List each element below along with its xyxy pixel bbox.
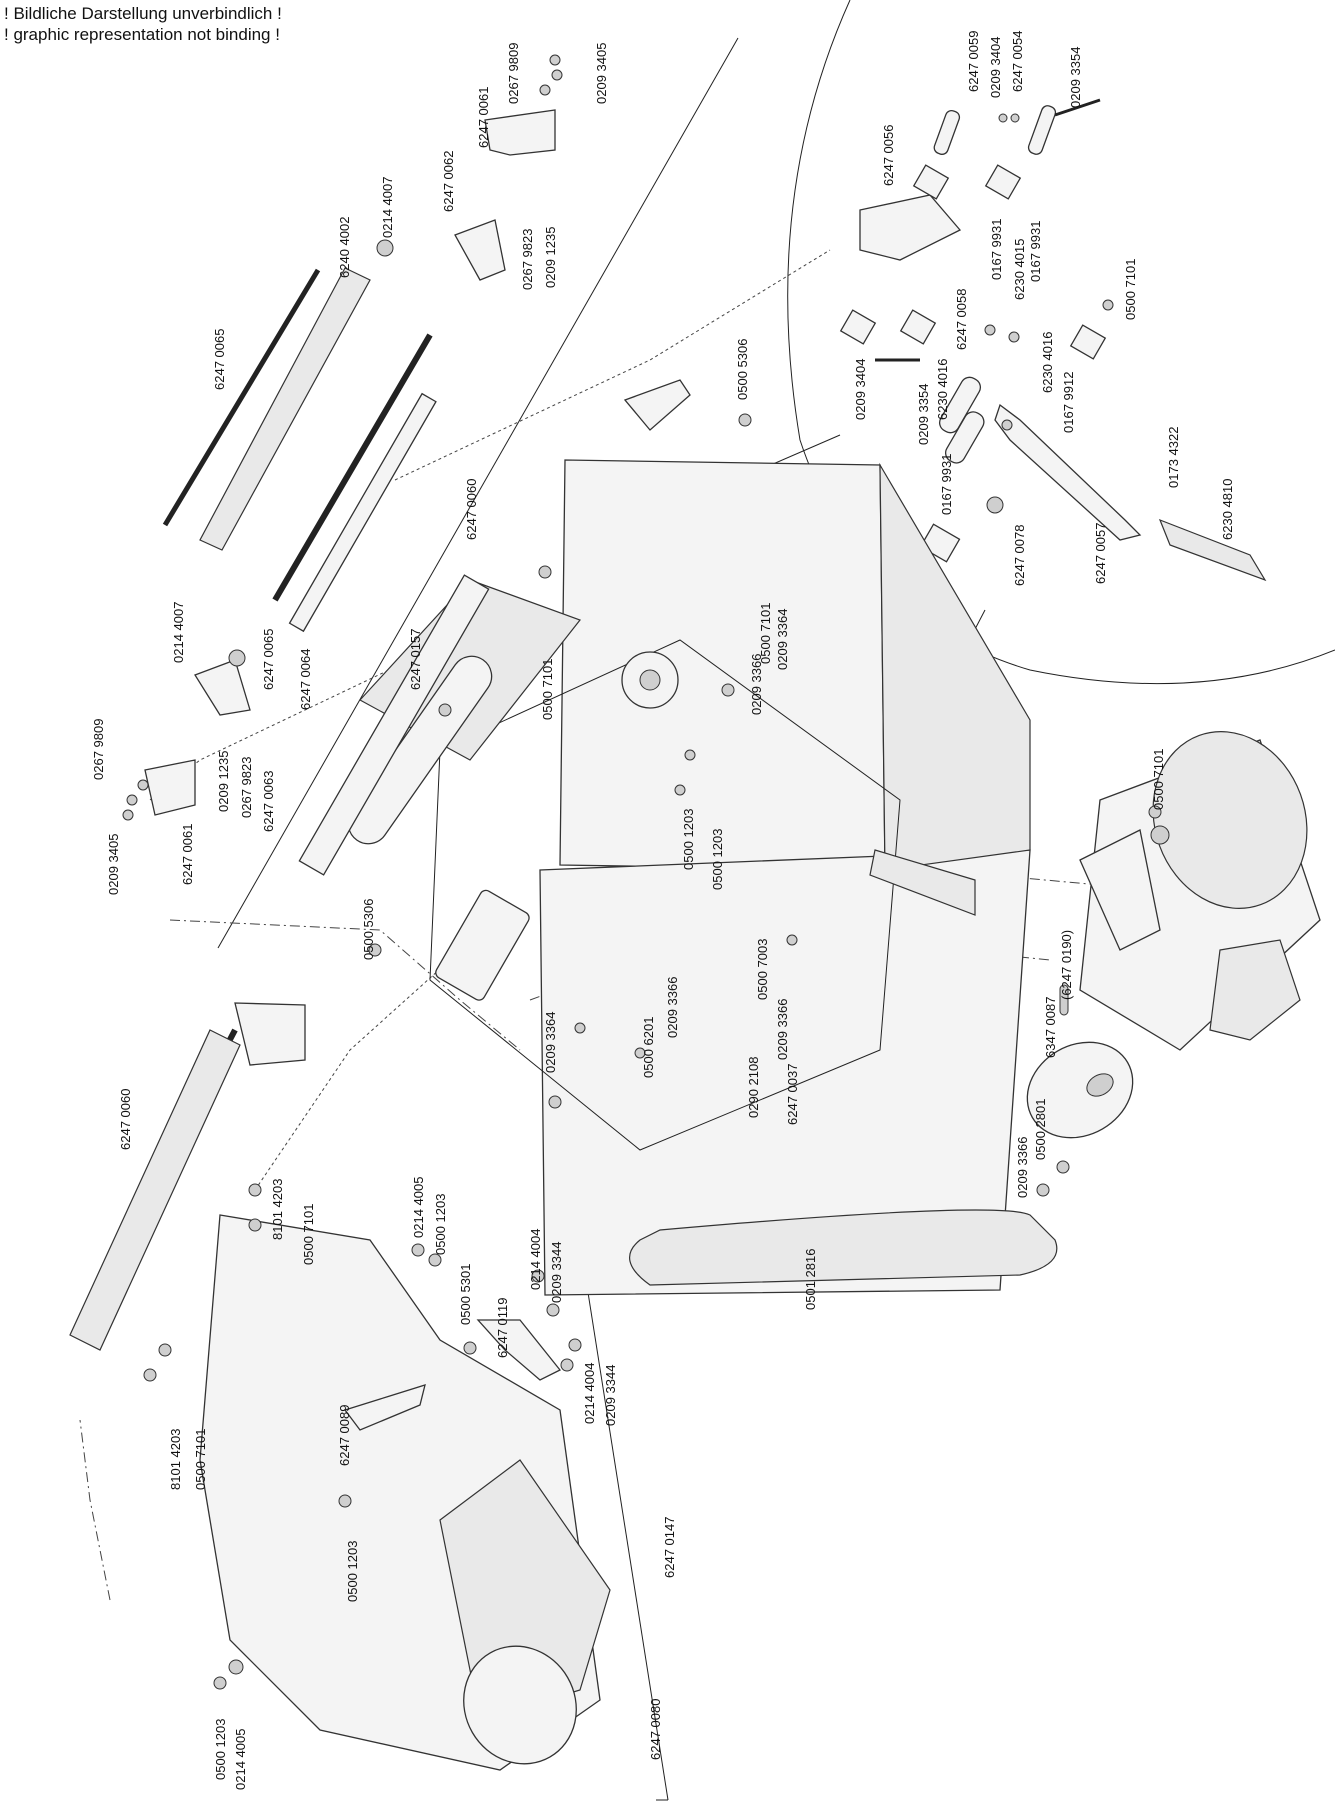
machine-frame [298,379,1031,1296]
part-number-label: 0290 2108 [746,1057,761,1118]
part-number-label: 6247 0065 [261,629,276,690]
part-number-label: 6247 0062 [441,151,456,212]
part-number-label: 0209 3344 [603,1365,618,1426]
part-number-label: 0500 7101 [540,659,555,720]
part-number-label: 0209 1235 [216,751,231,812]
part-number-label: 0500 5306 [735,339,750,400]
part-number-label: 0500 1203 [681,809,696,870]
spring-roller-assembly [122,54,563,821]
part-number-label: 0500 6201 [641,1017,656,1078]
part-number-label: 0500 7101 [1123,259,1138,320]
part-number-label: 6247 0078 [1012,525,1027,586]
part-number-label: 0500 7101 [301,1204,316,1265]
part-number-label: 0267 9809 [91,719,106,780]
part-number-label: 6247 0080 [648,1699,663,1760]
part-number-label: 6247 0061 [180,824,195,885]
part-number-label: 0167 9912 [1061,372,1076,433]
part-number-label: 0209 3366 [665,977,680,1038]
part-number-label: 8101 4203 [168,1429,183,1490]
part-number-label: 0500 7101 [193,1429,208,1490]
part-number-label: 0209 3404 [988,37,1003,98]
part-number-label: 0167 9931 [989,219,1004,280]
part-number-label: 0500 1203 [433,1194,448,1255]
disclaimer-english: ! graphic representation not binding ! [4,25,280,44]
part-number-label: 6247 0060 [118,1089,133,1150]
part-number-label: 6240 4002 [337,217,352,278]
part-number-label: 0209 3405 [594,43,609,104]
part-number-label: 6230 4015 [1012,239,1027,300]
part-number-label: 0500 7003 [755,939,770,1000]
part-number-label: 0501 2816 [803,1249,818,1310]
part-number-label: 0500 5306 [361,899,376,960]
disclaimer-german: ! Bildliche Darstellung unverbindlich ! [4,4,282,23]
part-number-label: 6247 0157 [408,629,423,690]
part-number-label: 6347 0087 [1043,997,1058,1058]
part-number-label: 0500 2801 [1033,1099,1048,1160]
part-number-label: 6247 0061 [476,87,491,148]
part-number-label: 6247 0064 [298,649,313,710]
part-number-label: 0167 9931 [939,454,954,515]
part-number-label: 6230 4016 [935,359,950,420]
part-number-label: 6247 0059 [966,31,981,92]
part-number-label: 0209 3366 [775,999,790,1060]
part-number-label: 6230 4016 [1040,332,1055,393]
hood-housing [69,1002,611,1771]
part-number-label: 8101 4203 [270,1179,285,1240]
part-number-label: 0209 3404 [853,359,868,420]
part-number-label: 6230 4810 [1220,479,1235,540]
part-number-label: 0267 9823 [239,757,254,818]
part-number-label: 0214 4005 [411,1177,426,1238]
part-number-label: 6247 0060 [464,479,479,540]
detail-circle-parts [839,98,1267,582]
fasteners [143,413,1162,1690]
part-number-label: 6247 0058 [954,289,969,350]
motor-pulley-belt [629,731,1321,1286]
part-number-label: 0214 4005 [233,1729,248,1790]
part-number-label: 0214 4004 [528,1229,543,1290]
part-number-label: 0500 1203 [710,829,725,890]
part-number-label: 6247 0063 [261,771,276,832]
part-number-label: 6247 0119 [495,1298,510,1359]
part-number-label: 0500 7101 [1151,749,1166,810]
part-number-label: 0500 1203 [213,1719,228,1780]
part-number-label: 0500 1203 [345,1541,360,1602]
part-number-label: 0173 4322 [1166,427,1181,488]
part-number-label: 6247 0089 [337,1405,352,1466]
part-number-label: 6247 0147 [662,1517,677,1578]
part-number-label: 0209 1235 [543,227,558,288]
part-number-label: 0209 3405 [106,834,121,895]
part-number-labels: 6247 0059 0209 3404 6247 0054 0209 3354 6247… [91,31,1235,1790]
part-number-label: (6247 0190) [1059,930,1074,1000]
part-number-label: 6247 0037 [785,1064,800,1125]
part-number-label: 6247 0065 [212,329,227,390]
part-number-label: 0500 5301 [458,1264,473,1325]
part-number-label: 6247 0056 [881,125,896,186]
part-number-label: 0214 4004 [582,1363,597,1424]
part-number-label: 0214 4007 [380,177,395,238]
part-number-label: 0267 9823 [520,229,535,290]
construction-lines [79,0,1335,1801]
part-number-label: 0209 3354 [916,384,931,445]
part-number-label: 0214 4007 [171,602,186,663]
part-number-label: 0167 9931 [1028,221,1043,282]
part-number-label: 0209 3366 [1015,1137,1030,1198]
part-number-label: 0209 3364 [543,1012,558,1073]
part-number-label: 0209 3354 [1068,47,1083,108]
part-number-label: 0209 3364 [775,609,790,670]
part-number-label: 0209 3366 [749,654,764,715]
part-number-label: 6247 0057 [1093,523,1108,584]
part-number-label: 6247 0054 [1010,31,1025,92]
part-number-label: 0500 7101 [758,603,773,664]
part-number-label: 0267 9809 [506,43,521,104]
part-number-label: 0209 3344 [549,1242,564,1303]
